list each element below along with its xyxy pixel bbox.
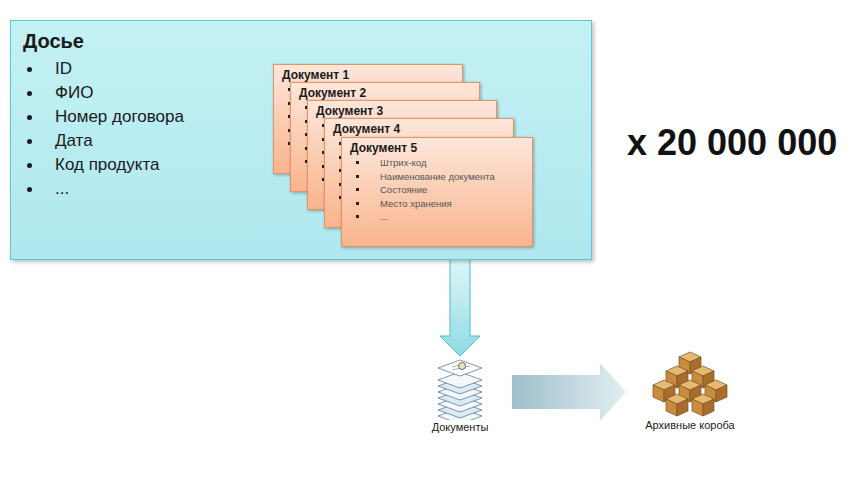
card-title: Документ 1 (282, 68, 454, 83)
card-title: Документ 4 (333, 122, 505, 137)
card-item: ... (350, 210, 524, 224)
icon-node: Архивные короба (630, 348, 750, 456)
card-item: Состояние (350, 183, 524, 197)
card-item: Наименование документа (350, 170, 524, 184)
flow-arrow (512, 363, 626, 421)
icon-label: Документы (410, 420, 510, 434)
card-title: Документ 3 (316, 104, 488, 119)
dossier-panel: ДосьеIDФИОНомер договораДатаКод продукта… (10, 20, 592, 260)
document-card: Документ 5Штрих-кодНаименование документ… (341, 137, 533, 247)
multiplier-label: x 20 000 000 (627, 122, 837, 164)
card-title: Документ 5 (350, 141, 524, 156)
panel-title: Досье (23, 29, 579, 53)
card-item: Место хранения (350, 197, 524, 211)
documents-icon (430, 358, 490, 420)
flow-arrow (440, 247, 480, 356)
card-title: Документ 2 (299, 86, 471, 101)
icon-label: Архивные короба (630, 418, 750, 432)
card-item: Штрих-код (350, 156, 524, 170)
archive-boxes-icon (650, 348, 730, 418)
icon-node: Документы (410, 358, 510, 458)
